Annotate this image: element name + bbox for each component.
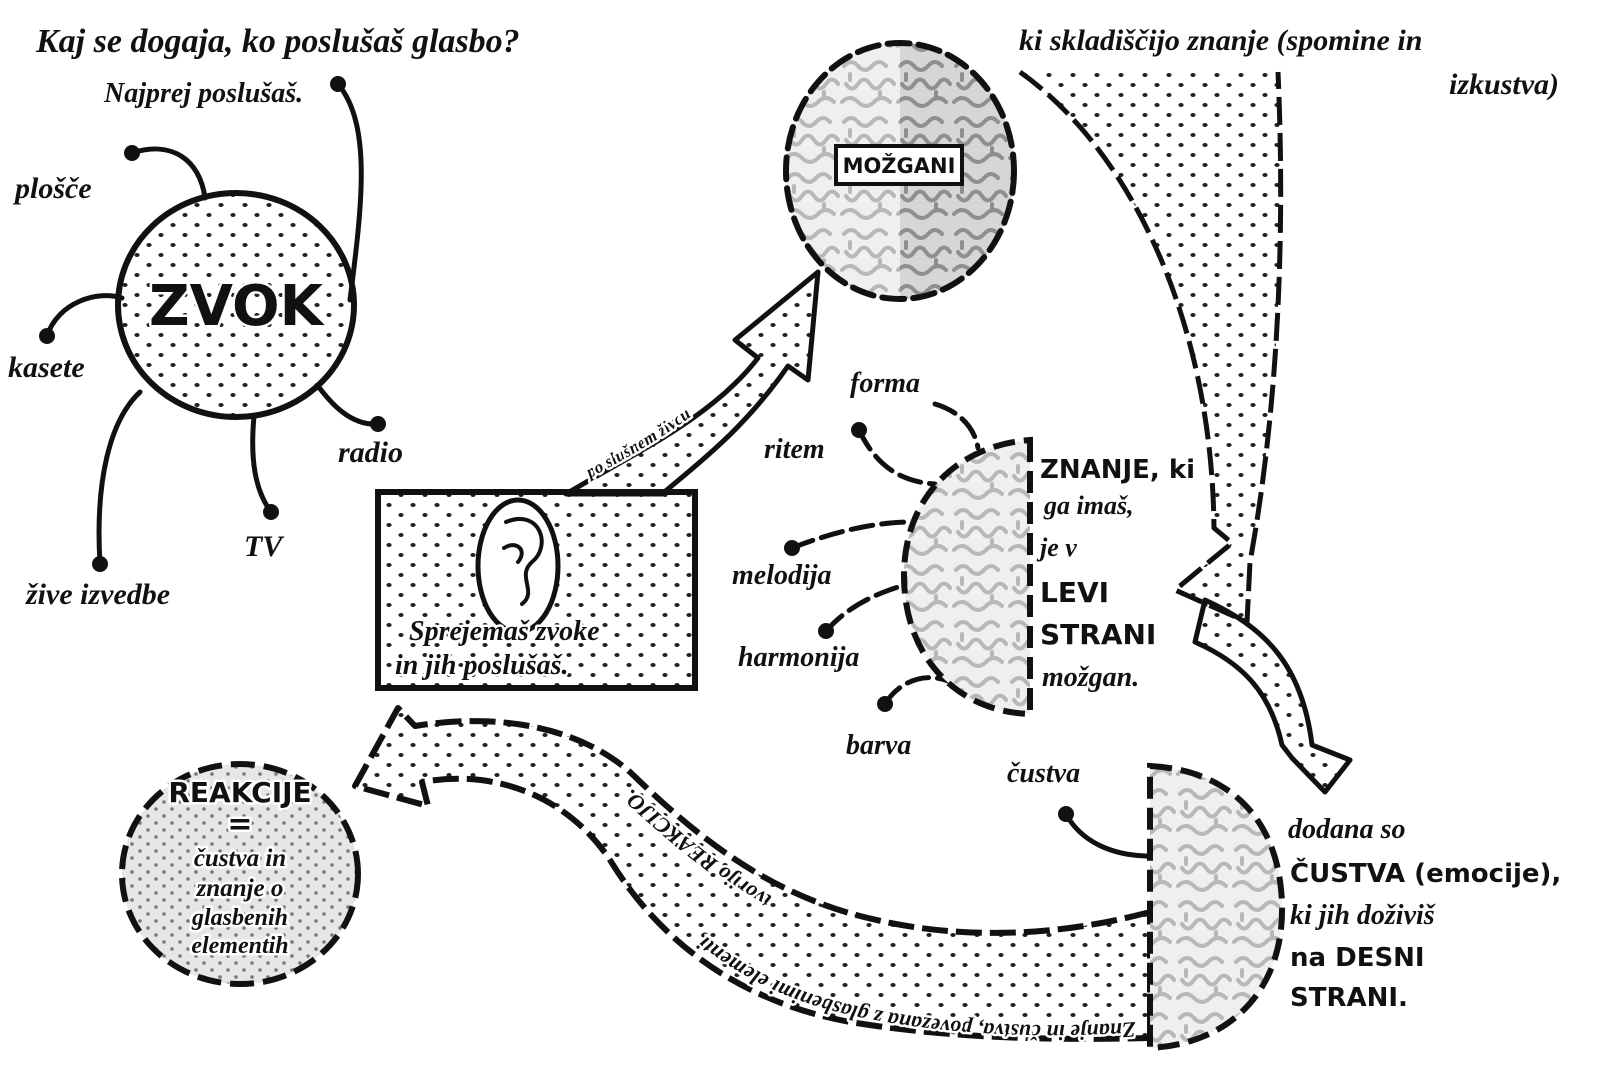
reactions-line-1: čustva in — [194, 845, 286, 872]
left-text-line-5: STRANI — [1040, 618, 1156, 651]
right-hemisphere — [1150, 766, 1282, 1048]
left-text-line-3: je v — [1036, 533, 1077, 562]
source-kasete: kasete — [8, 351, 85, 384]
connector-barva — [885, 678, 955, 704]
reactions-line-4: elementih — [191, 933, 288, 959]
brain-caption-line-1: ki skladiščijo znanje (spomine in — [1019, 24, 1422, 57]
connector-dot-first-step — [330, 76, 346, 92]
left-text-line-4: LEVI — [1040, 576, 1109, 609]
connector-dot-kasete — [39, 328, 55, 344]
source-tv: TV — [244, 530, 285, 563]
element-melodija: melodija — [732, 560, 832, 591]
right-text-line-4: na DESNI — [1290, 943, 1425, 973]
source-plosce: plošče — [12, 172, 92, 205]
perception-line-2: in jih poslušaš. — [395, 650, 569, 681]
right-text-line-1: dodana so — [1288, 814, 1405, 845]
title-question: Kaj se dogaja, ko poslušaš glasbo? — [35, 23, 520, 60]
title-first-step: Najprej poslušaš. — [103, 78, 303, 109]
connector-dot-plosce — [124, 145, 140, 161]
connector-melodija — [792, 522, 912, 548]
left-text-line-1: ZNANJE, ki — [1040, 455, 1195, 485]
connector-radio — [318, 386, 378, 424]
connector-dot-barva — [877, 696, 893, 712]
perception-line-1: Sprejemaš zvoke — [409, 616, 600, 647]
connector-dot-zive-izvedbe — [92, 556, 108, 572]
connector-dot-harmonija — [818, 623, 834, 639]
right-text-line-3: ki jih doživiš — [1290, 900, 1436, 931]
reactions-title: REAKCIJE — [168, 776, 311, 809]
source-zive-izvedbe: žive izvedbe — [25, 578, 170, 611]
left-text-line-6: možgan. — [1042, 662, 1139, 693]
brain-label: MOŽGANI — [843, 153, 956, 178]
element-harmonija: harmonija — [738, 642, 859, 673]
connector-forma — [935, 404, 978, 448]
connector-zive-izvedbe — [99, 392, 140, 564]
element-custva: čustva — [1007, 758, 1080, 789]
right-text-line-2: ČUSTVA (emocije), — [1290, 857, 1561, 889]
connector-tv — [253, 416, 271, 512]
right-text-line-5: STRANI. — [1290, 983, 1408, 1013]
reactions-equals: = — [227, 807, 252, 842]
reactions-line-2: znanje o — [196, 875, 284, 902]
left-hemisphere — [904, 440, 1030, 714]
reactions-line-3: glasbenih — [191, 905, 288, 931]
element-barva: barva — [846, 730, 911, 761]
connector-dot-custva — [1058, 806, 1074, 822]
connector-harmonija — [826, 584, 908, 631]
brain-caption-line-2: izkustva) — [1449, 68, 1559, 101]
connector-kasete — [47, 296, 122, 336]
sound-label: ZVOK — [149, 274, 326, 339]
connector-custva — [1066, 814, 1150, 856]
connector-plosce — [132, 149, 205, 198]
arrow-to-right-hemisphere — [1195, 600, 1350, 792]
left-text-line-2: ga imaš, — [1043, 491, 1134, 520]
element-forma: forma — [850, 368, 920, 399]
connector-dot-tv — [263, 504, 279, 520]
connector-ritem — [859, 430, 935, 484]
connector-dot-melodija — [784, 540, 800, 556]
element-ritem: ritem — [764, 434, 825, 465]
connector-dot-radio — [370, 416, 386, 432]
connector-dot-ritem — [851, 422, 867, 438]
source-radio: radio — [338, 436, 403, 469]
